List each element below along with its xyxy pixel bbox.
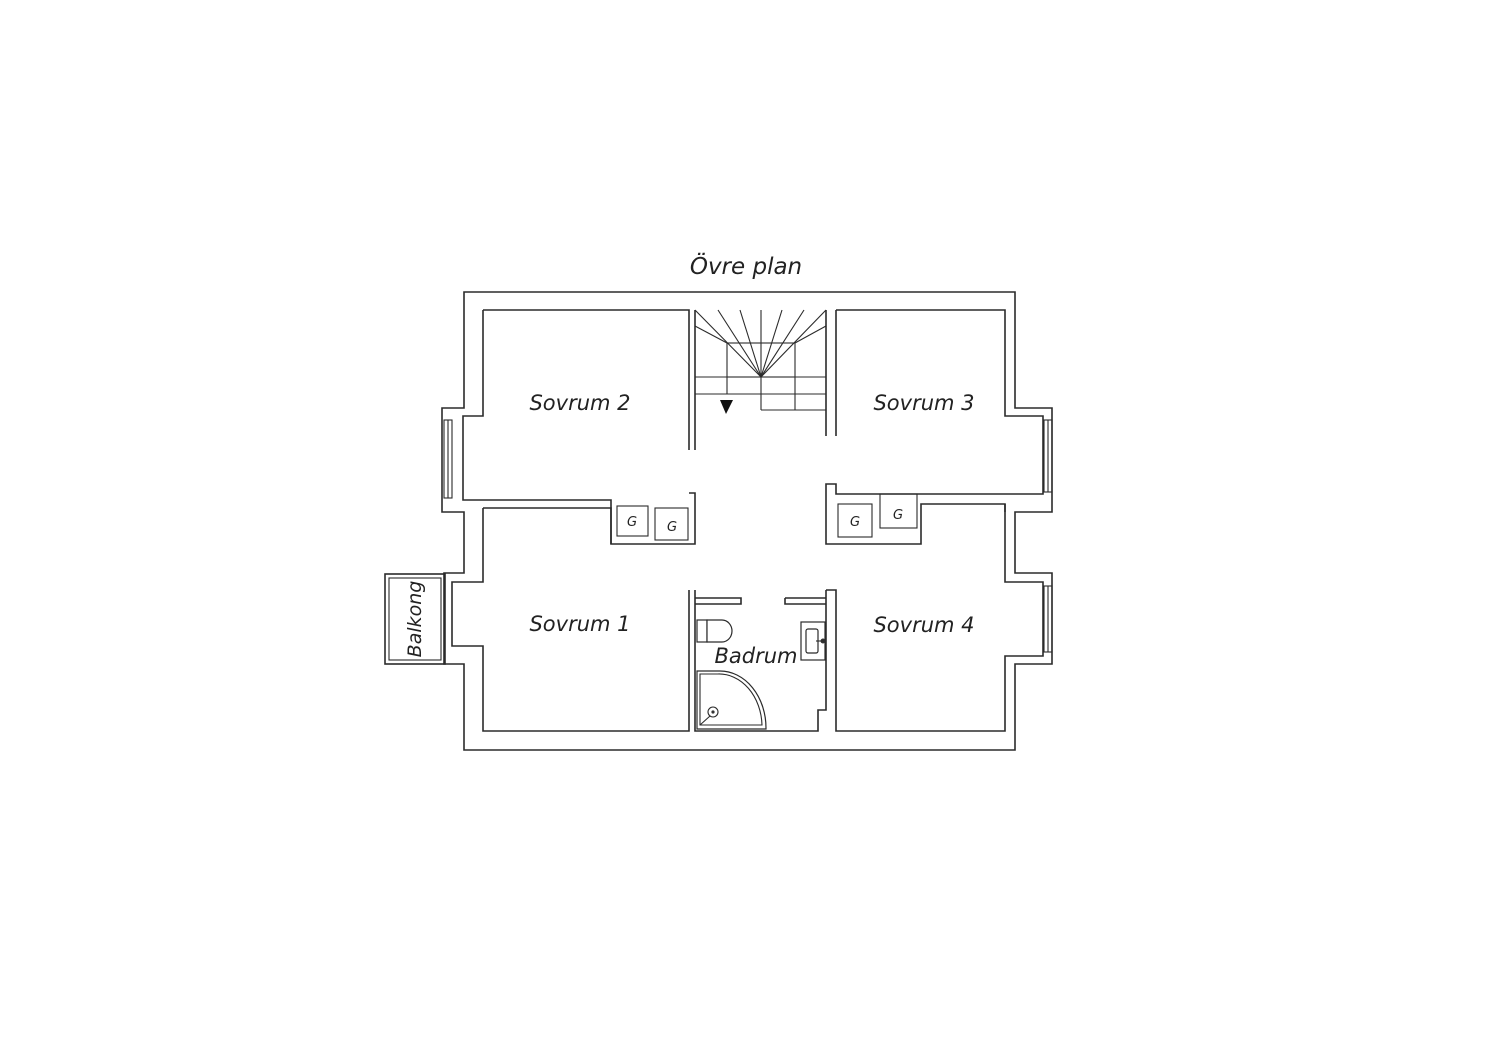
room-label-sovrum-3: Sovrum 3 xyxy=(873,391,974,415)
staircase xyxy=(694,309,827,414)
room-sovrum-1-walls xyxy=(451,507,690,732)
room-label-sovrum-2: Sovrum 2 xyxy=(529,391,630,415)
room-label-badrum: Badrum xyxy=(714,644,797,668)
bathroom-walls xyxy=(694,590,827,732)
room-label-sovrum-1: Sovrum 1 xyxy=(529,612,630,636)
room-sovrum-3-walls xyxy=(825,309,1044,545)
closet-label: G xyxy=(627,515,637,530)
plan-title: Övre plan xyxy=(690,252,802,280)
sink-icon xyxy=(800,621,826,661)
closet-label: G xyxy=(893,508,903,523)
closet-label: G xyxy=(667,520,677,535)
balcony xyxy=(384,573,446,665)
room-sovrum-2-walls xyxy=(462,309,696,545)
room-label-sovrum-4: Sovrum 4 xyxy=(873,613,974,637)
room-sovrum-4-walls xyxy=(826,504,1044,732)
closets: G G G G xyxy=(616,493,918,541)
windows xyxy=(443,419,1053,653)
closet-label: G xyxy=(850,515,860,530)
stair-direction-arrow-icon xyxy=(720,400,733,414)
room-label-balkong: Balkong xyxy=(404,581,426,658)
stair-walls xyxy=(694,310,837,450)
toilet-icon xyxy=(696,619,733,643)
shower-icon xyxy=(696,670,767,730)
